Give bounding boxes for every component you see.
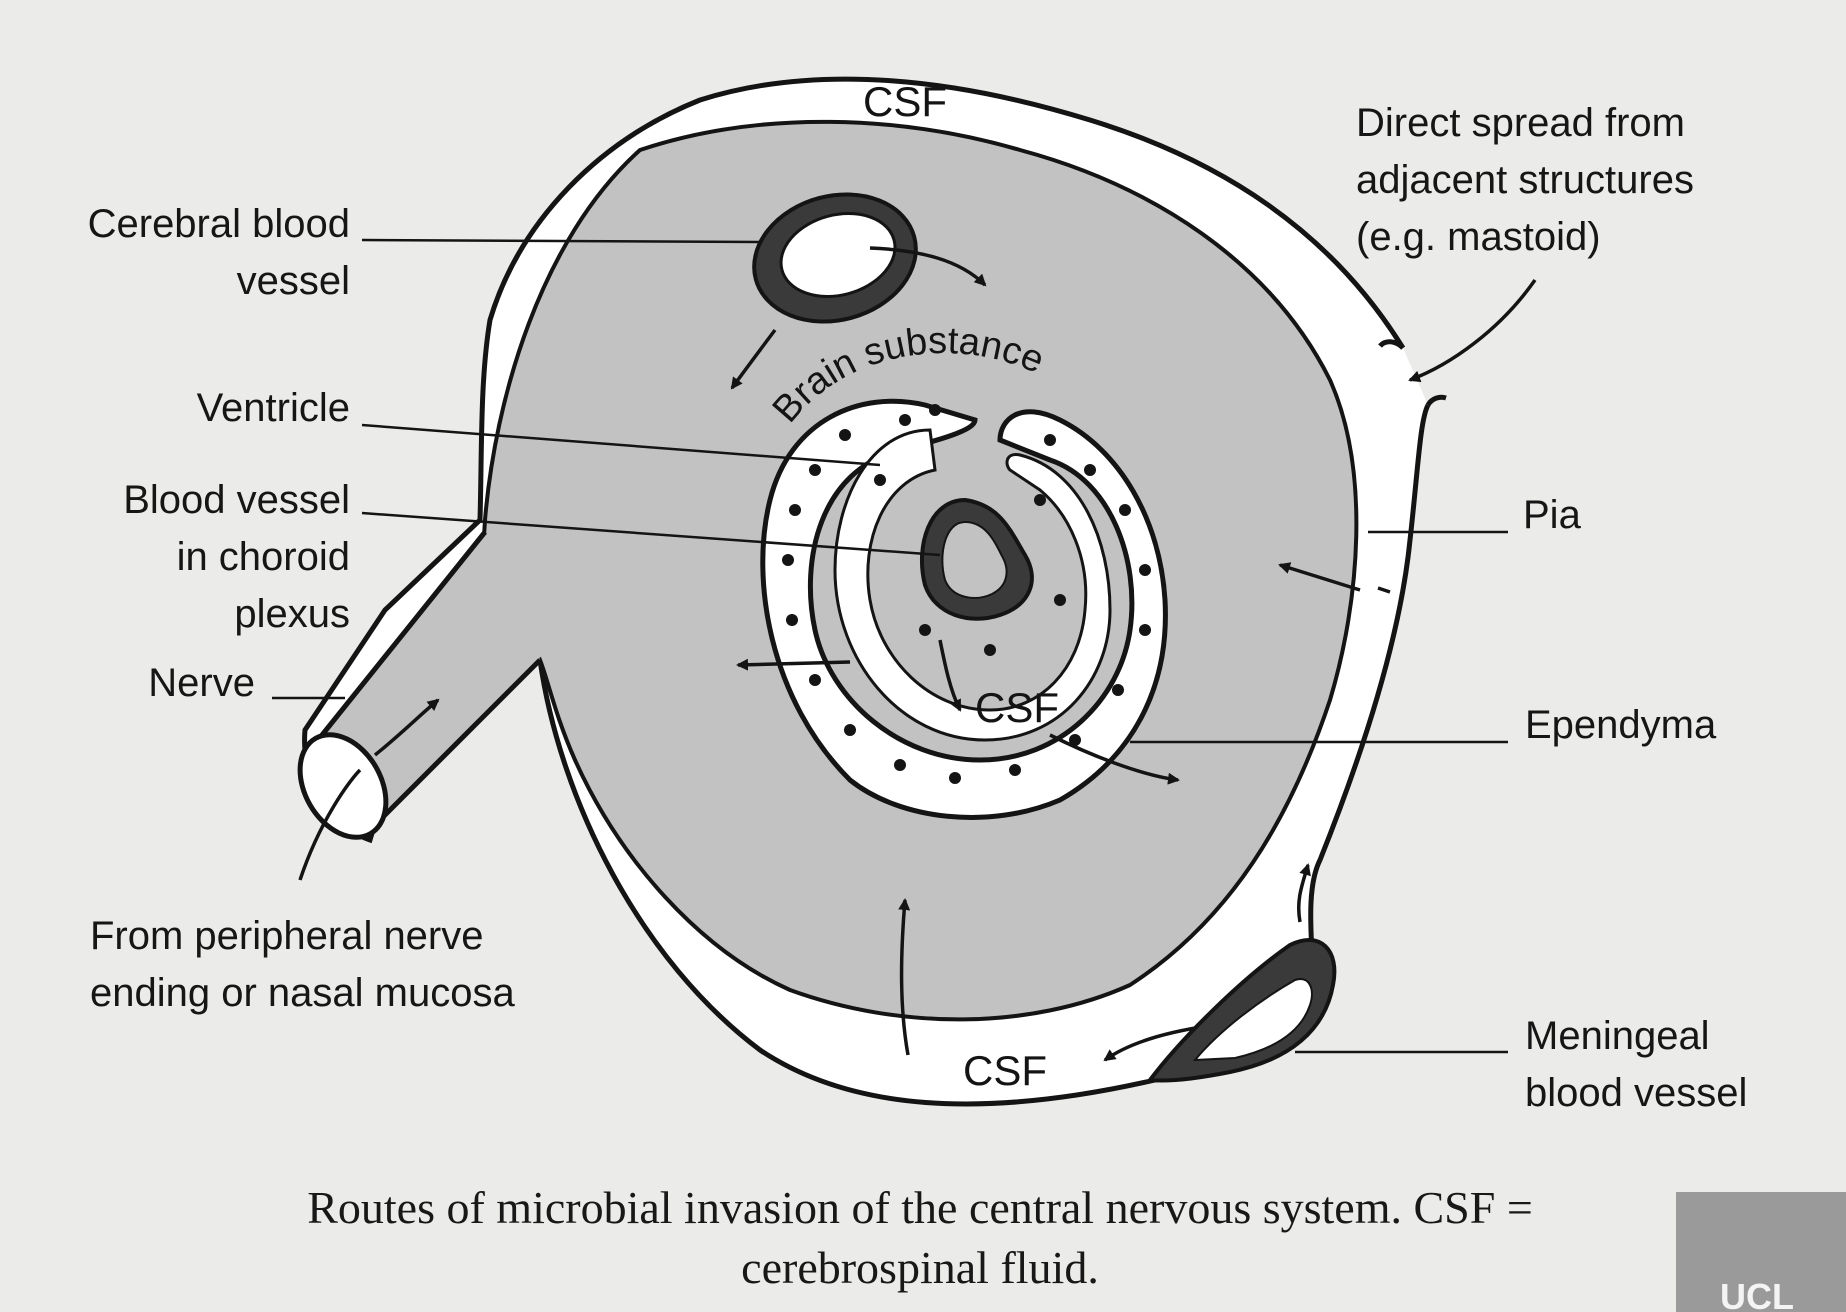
dura-gap-lower [1425, 394, 1447, 407]
label-peripheral: From peripheral nerve ending or nasal mu… [90, 914, 515, 1015]
choroid-vessel-lumen [941, 520, 1008, 599]
label-ependyma: Ependyma [1525, 703, 1717, 747]
label-nerve: Nerve [148, 661, 255, 705]
invasion-arrows [298, 246, 1537, 1062]
ventricle-lumen [833, 428, 1112, 742]
meningeal-vessel [1146, 938, 1337, 1083]
label-choroid-vessel: Blood vessel in choroid plexus [123, 478, 350, 636]
csf-label-top: CSF [863, 78, 947, 125]
ventricle-outer [760, 398, 1168, 820]
dura-gap-upper [1378, 339, 1405, 350]
label-meningeal: Meningeal blood vessel [1525, 1014, 1748, 1115]
cerebral-vessel-lumen [779, 212, 897, 298]
csf-label-mid: CSF [975, 684, 1059, 731]
logo-badge-text: UCL [1720, 1282, 1794, 1312]
logo-badge [1676, 1192, 1846, 1312]
leader-lines [272, 238, 1508, 1054]
label-pia: Pia [1523, 493, 1581, 537]
label-direct-spread: Direct spread from adjacent structures (… [1356, 101, 1694, 259]
label-cerebral-blood-vessel: Cerebral blood vessel [87, 202, 350, 303]
label-ventricle: Ventricle [196, 386, 350, 430]
meningeal-vessel-lumen [1192, 978, 1313, 1062]
ependyma-cells [782, 404, 1151, 784]
nerve-tube [297, 530, 542, 840]
csf-label-bottom: CSF [963, 1047, 1047, 1094]
figure-caption: Routes of microbial invasion of the cent… [307, 1182, 1533, 1293]
